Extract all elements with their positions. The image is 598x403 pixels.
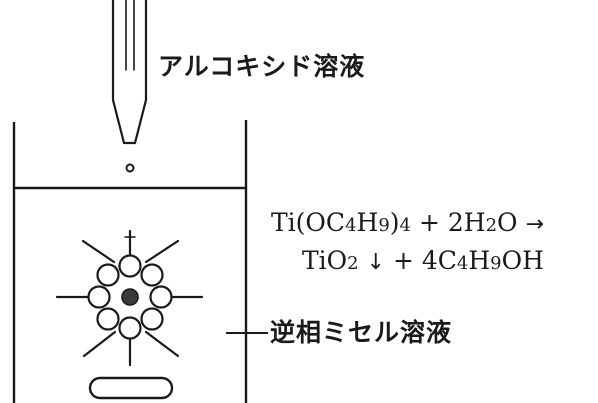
- reverse-micelle: [55, 229, 204, 367]
- surfactant-head: [96, 263, 120, 287]
- surfactant-head: [118, 254, 142, 278]
- water-core: [121, 288, 139, 306]
- precipitate-arrow: ↓: [366, 250, 386, 275]
- surfactant-tail: [82, 330, 117, 358]
- beaker: [12, 120, 248, 403]
- surfactant-head: [96, 307, 120, 331]
- surfactant-head: [118, 316, 142, 340]
- reaction-line-2: TiO2 ↓ + 4C4H9OH: [302, 246, 544, 275]
- reaction-arrow: →: [525, 212, 544, 237]
- solution-label: 逆相ミセル溶液: [270, 318, 453, 347]
- surfactant-tail: [81, 239, 116, 264]
- stir-bar: [88, 376, 174, 400]
- dropper: [111, 0, 148, 145]
- surfactant-tail: [144, 330, 180, 358]
- surfactant-head: [87, 285, 111, 309]
- surfactant-tail: [144, 239, 180, 264]
- surfactant-head: [140, 307, 164, 331]
- dropper-body: [111, 0, 148, 145]
- surfactant-head: [149, 285, 173, 309]
- dropper-label: アルコキシド溶液: [158, 52, 366, 81]
- droplet: [125, 163, 135, 173]
- surfactant-head: [140, 263, 164, 287]
- reaction-line-1: Ti(OC4H9)4 + 2H2O →: [271, 208, 544, 237]
